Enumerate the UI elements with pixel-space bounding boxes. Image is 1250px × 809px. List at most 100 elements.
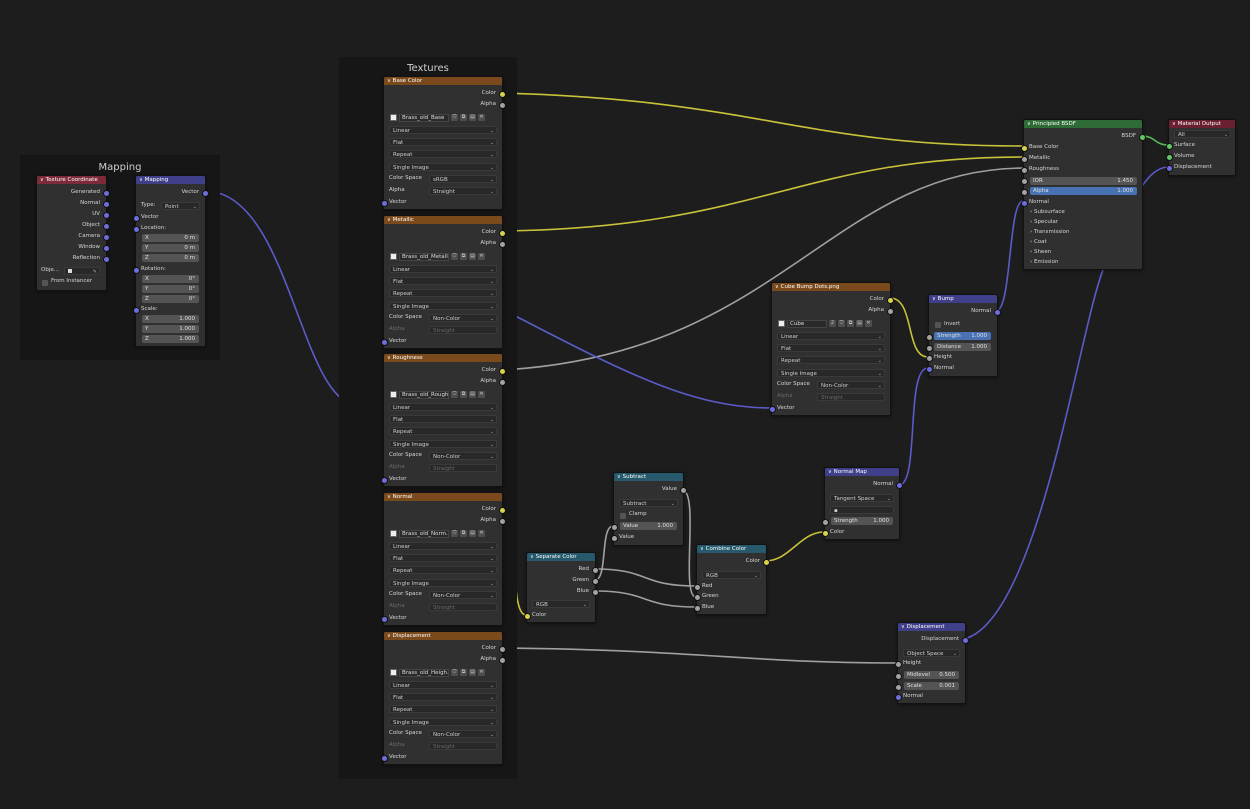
separate-color-node[interactable]: ∨Separate Color Red Green Blue RGB⌄ Colo… — [524, 552, 599, 623]
mapping-header[interactable]: ∨Mapping — [136, 176, 205, 184]
socket-bsdf[interactable] — [1139, 134, 1146, 141]
image-texture-header[interactable]: ∨Base Color — [384, 77, 502, 85]
socket-vector[interactable] — [381, 477, 388, 484]
fake-user-icon[interactable]: ⛉ — [451, 253, 458, 260]
eyedropper-icon[interactable]: ✎ — [92, 269, 97, 275]
interpolation-dropdown[interactable]: Linear⌄ — [389, 126, 497, 134]
socket-reflection[interactable] — [103, 256, 110, 263]
panel-subsurface[interactable]: › Subsurface — [1030, 208, 1065, 217]
projection-dropdown[interactable]: Flat⌄ — [389, 693, 497, 701]
source-dropdown[interactable]: Single Image⌄ — [389, 163, 497, 171]
socket-height[interactable] — [895, 661, 902, 668]
image-name[interactable]: Brass_old_Base ... — [399, 113, 449, 122]
socket-alpha[interactable] — [499, 657, 506, 664]
socket-green[interactable] — [592, 578, 599, 585]
duplicate-icon[interactable]: ⧉ — [460, 391, 467, 398]
socket-ior[interactable] — [1021, 178, 1028, 185]
image-icon[interactable] — [390, 114, 397, 121]
mapping-node[interactable]: ∨Mapping Vector Type: Point⌄ Vector Loca… — [133, 175, 209, 347]
socket-displacement[interactable] — [1166, 165, 1173, 172]
socket-distance[interactable] — [926, 345, 933, 352]
subtract-header[interactable]: ∨Subtract — [614, 473, 683, 481]
collapse-icon[interactable]: ∨ — [901, 624, 905, 630]
combine-color-node[interactable]: ∨Combine Color Color RGB⌄ Red Green Blue — [694, 544, 770, 615]
socket-normal[interactable] — [1021, 200, 1028, 207]
texture-coordinate-node[interactable]: ∨Texture Coordinate Generated Normal UV … — [36, 175, 110, 291]
folder-icon[interactable]: ▤ — [856, 320, 863, 327]
duplicate-icon[interactable]: ⧉ — [847, 320, 854, 327]
folder-icon[interactable]: ▤ — [469, 669, 476, 676]
duplicate-icon[interactable]: ⧉ — [460, 669, 467, 676]
projection-dropdown[interactable]: Flat⌄ — [389, 138, 497, 146]
socket-object[interactable] — [103, 223, 110, 230]
source-dropdown[interactable]: Single Image⌄ — [389, 440, 497, 448]
socket-value-b[interactable] — [611, 535, 618, 542]
socket-value-out[interactable] — [680, 487, 687, 494]
source-dropdown[interactable]: Single Image⌄ — [389, 718, 497, 726]
texture-coordinate-header[interactable]: ∨Texture Coordinate — [37, 176, 106, 184]
image-selector[interactable]: Brass_old_Rough...⛉⧉▤✕ — [390, 390, 485, 399]
socket-color[interactable] — [887, 297, 894, 304]
separate-color-header[interactable]: ∨Separate Color — [527, 553, 595, 561]
socket-vector[interactable] — [769, 406, 776, 413]
image-name[interactable]: Brass_old_Heigh... — [399, 668, 449, 677]
socket-normal[interactable] — [103, 201, 110, 208]
socket-displacement-out[interactable] — [962, 637, 969, 644]
fake-user-icon[interactable]: ⛉ — [451, 391, 458, 398]
projection-dropdown[interactable]: Flat⌄ — [389, 415, 497, 423]
type-dropdown[interactable]: Point⌄ — [161, 202, 200, 210]
alpha-mode-dropdown[interactable]: Straight — [429, 464, 497, 472]
normal-map-node[interactable]: ∨Normal Map Normal Tangent Space⌄ ▪ Stre… — [822, 467, 903, 540]
image-selector[interactable]: Brass_old_Heigh...⛉⧉▤✕ — [390, 668, 485, 677]
alpha-mode-dropdown[interactable]: Straight — [429, 742, 497, 750]
socket-camera[interactable] — [103, 234, 110, 241]
combine-color-header[interactable]: ∨Combine Color — [697, 545, 766, 553]
normal-map-header[interactable]: ∨Normal Map — [825, 468, 899, 476]
image-icon[interactable] — [390, 253, 397, 260]
image-texture-header[interactable]: ∨Displacement — [384, 632, 502, 640]
close-icon[interactable]: ✕ — [478, 391, 485, 398]
socket-color-in[interactable] — [524, 613, 531, 620]
image-texture-header[interactable]: ∨Cube Bump Dots.png — [772, 283, 890, 291]
image-name[interactable]: Cube Bump... — [787, 319, 827, 328]
principled-bsdf-header[interactable]: ∨Principled BSDF — [1024, 120, 1142, 128]
image-texture-node[interactable]: ∨Normal Color Alpha Brass_old_Norm...⛉⧉▤… — [381, 492, 506, 626]
fake-user-icon[interactable]: ⛉ — [451, 530, 458, 537]
image-selector[interactable]: Brass_old_Metall...⛉⧉▤✕ — [390, 252, 485, 261]
socket-value-a[interactable] — [611, 524, 618, 531]
extension-dropdown[interactable]: Repeat⌄ — [777, 356, 885, 364]
socket-strength[interactable] — [926, 334, 933, 341]
collapse-icon[interactable]: ∨ — [40, 177, 44, 183]
panel-specular[interactable]: › Specular — [1030, 218, 1058, 227]
duplicate-icon[interactable]: ⧉ — [460, 114, 467, 121]
collapse-icon[interactable]: ∨ — [387, 355, 391, 361]
socket-scale[interactable] — [895, 684, 902, 691]
close-icon[interactable]: ✕ — [478, 114, 485, 121]
socket-green[interactable] — [694, 594, 701, 601]
collapse-icon[interactable]: ∨ — [387, 494, 391, 500]
image-selector[interactable]: Cube Bump...2⛉⧉▤✕ — [778, 319, 872, 328]
close-icon[interactable]: ✕ — [478, 253, 485, 260]
socket-height[interactable] — [926, 355, 933, 362]
material-output-node[interactable]: ∨Material Output All⌄ Surface Volume Dis… — [1166, 119, 1236, 176]
collapse-icon[interactable]: ∨ — [139, 177, 143, 183]
socket-vector-out[interactable] — [202, 190, 209, 197]
image-texture-node[interactable]: ∨Roughness Color Alpha Brass_old_Rough..… — [381, 353, 506, 487]
socket-vector[interactable] — [381, 200, 388, 207]
collapse-icon[interactable]: ∨ — [387, 217, 391, 223]
folder-icon[interactable]: ▤ — [469, 530, 476, 537]
bump-header[interactable]: ∨Bump — [929, 295, 997, 303]
socket-alpha[interactable] — [1021, 189, 1028, 196]
socket-location[interactable] — [133, 226, 140, 233]
space-dropdown[interactable]: Tangent Space⌄ — [830, 494, 894, 502]
image-texture-node[interactable]: ∨Displacement Color Alpha Brass_old_Heig… — [381, 631, 506, 765]
extension-dropdown[interactable]: Repeat⌄ — [389, 150, 497, 158]
socket-midlevel[interactable] — [895, 673, 902, 680]
